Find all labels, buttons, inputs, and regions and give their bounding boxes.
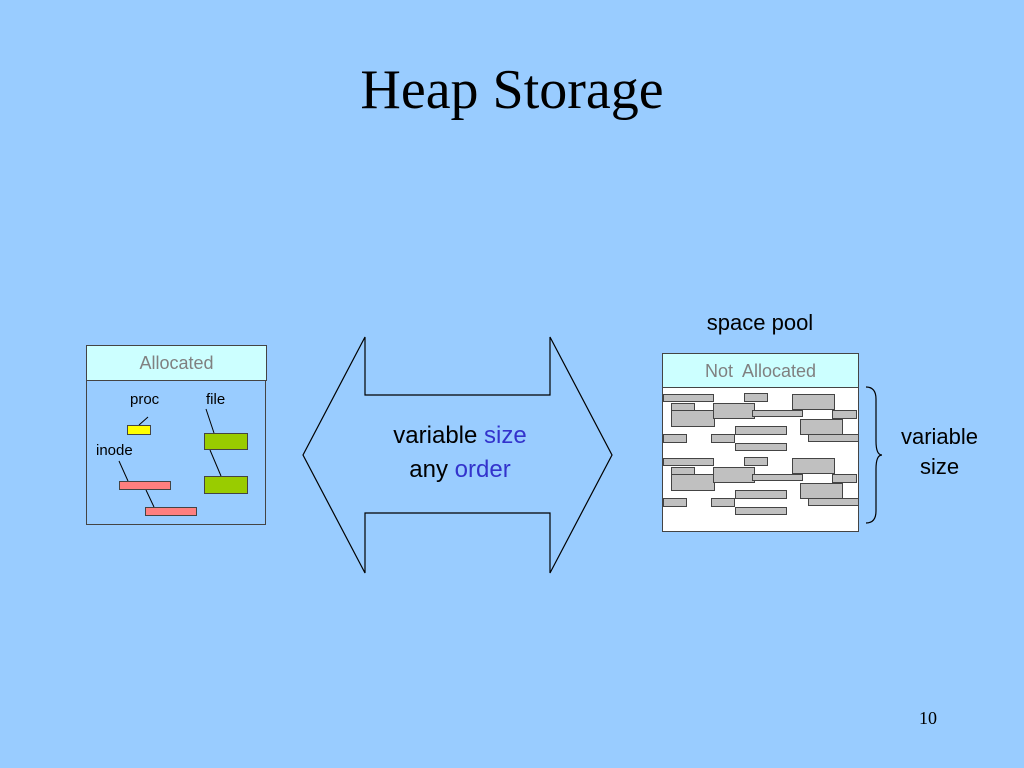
arrow-line-1-prefix: variable — [393, 422, 485, 449]
arrow-line-1: variable size — [360, 424, 560, 448]
pool-block — [735, 507, 787, 515]
pool-block — [663, 394, 714, 402]
arrow-size-accent: size — [484, 422, 527, 449]
pool-block — [800, 483, 843, 499]
pool-block — [832, 410, 857, 419]
pool-block — [671, 474, 715, 491]
pool-block — [735, 443, 787, 451]
pool-block — [713, 467, 755, 483]
allocated-header: Allocated — [86, 345, 267, 381]
arrow-line-2-prefix: any — [409, 456, 455, 483]
proc-label: proc — [130, 391, 160, 408]
file-connector-2 — [209, 449, 222, 477]
brace-label: variable size — [882, 422, 997, 482]
arrow-order-accent: order — [454, 456, 511, 483]
file-block-1 — [204, 433, 248, 450]
pool-block — [663, 498, 687, 507]
pool-block — [792, 458, 835, 474]
proc-block — [127, 425, 151, 435]
brace-label-line-1: variable — [900, 424, 979, 449]
right-brace-icon — [865, 386, 883, 524]
pool-block — [711, 498, 735, 507]
inode-block-2 — [145, 507, 197, 516]
inode-connector-1 — [118, 460, 129, 482]
arrow-line-2: any order — [360, 458, 560, 482]
file-label: file — [206, 391, 226, 408]
space-pool-title: space pool — [706, 310, 814, 335]
brace-label-line-2: size — [919, 454, 960, 479]
pool-block — [792, 394, 835, 410]
inode-connector-2 — [145, 489, 155, 508]
space-pool-header: Not Allocated — [662, 353, 859, 388]
inode-block-1 — [119, 481, 171, 490]
inode-label: inode — [96, 442, 133, 459]
pool-block — [711, 434, 735, 443]
pool-block — [832, 474, 857, 483]
file-block-2 — [204, 476, 248, 494]
pool-block — [713, 403, 755, 419]
file-connector-1 — [205, 408, 215, 434]
pool-block — [800, 419, 843, 435]
pool-block — [735, 426, 787, 435]
pool-block — [735, 490, 787, 499]
double-arrow — [302, 336, 613, 574]
pool-block — [663, 434, 687, 443]
proc-connector — [138, 416, 149, 426]
pool-block — [808, 434, 859, 442]
slide-title: Heap Storage — [360, 59, 664, 121]
pool-block — [808, 498, 859, 506]
pool-block — [744, 393, 768, 402]
pool-block — [752, 410, 803, 417]
pool-block — [752, 474, 803, 481]
page-number: 10 — [919, 708, 937, 728]
pool-block — [671, 410, 715, 427]
pool-block — [744, 457, 768, 466]
pool-block — [663, 458, 714, 466]
